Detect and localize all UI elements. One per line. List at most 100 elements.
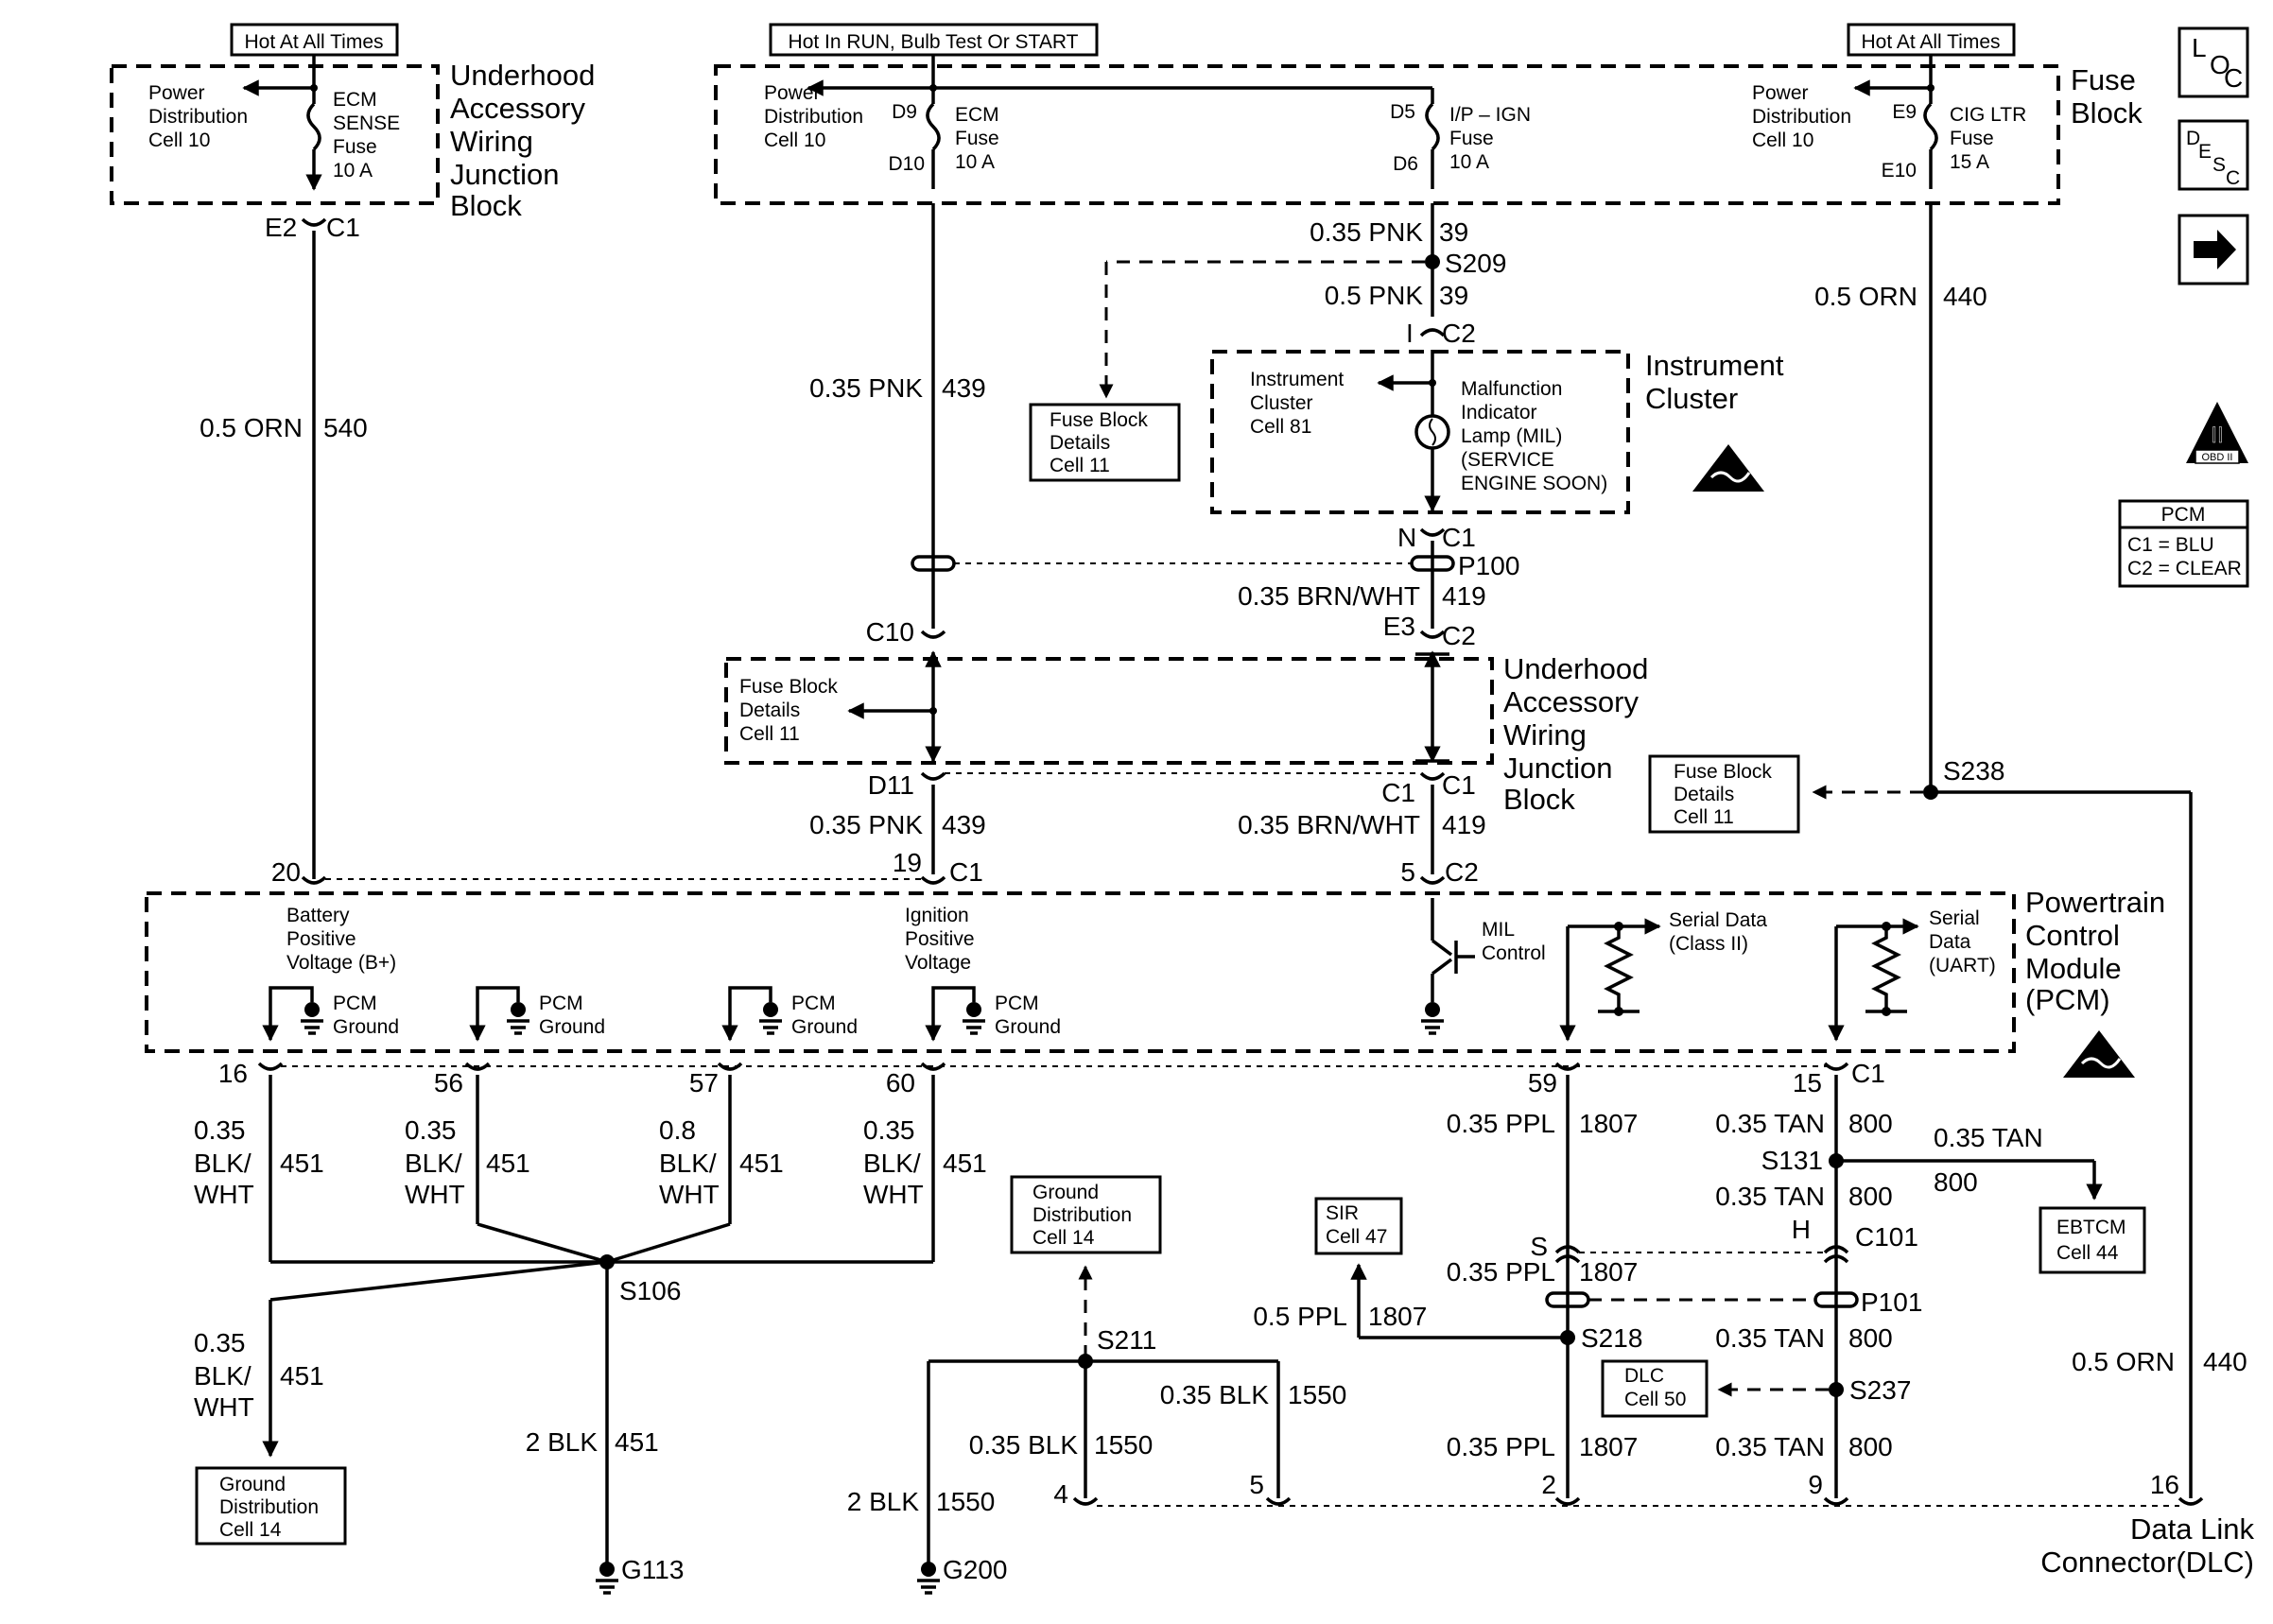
svg-text:800: 800	[1934, 1167, 1978, 1197]
underhood-junction-block-top-label: Underhood Accessory Wiring Junction Bloc…	[450, 59, 595, 222]
mil-lamp: Malfunction Indicator Lamp (MIL) (SERVIC…	[1377, 350, 1607, 512]
svg-text:Ignition: Ignition	[905, 905, 969, 926]
svg-text:EBTCM: EBTCM	[2056, 1217, 2126, 1238]
svg-text:1550: 1550	[936, 1487, 995, 1516]
splice-s131: S131	[1761, 1146, 2103, 1201]
ref-dlc[interactable]: DLC Cell 50	[1601, 1359, 1709, 1418]
svg-text:SIR: SIR	[1326, 1202, 1359, 1224]
wire-1807-sir-label: 0.5 PPL 1807	[1253, 1302, 1427, 1331]
svg-text:Control: Control	[2025, 919, 2120, 952]
ground-wires-451	[262, 1075, 935, 1564]
svg-text:451: 451	[615, 1427, 659, 1457]
desc-icon[interactable]: D E S C	[2178, 119, 2249, 191]
svg-text:C2: C2	[1442, 319, 1476, 348]
svg-text:Power: Power	[1752, 82, 1809, 104]
svg-text:(UART): (UART)	[1929, 955, 1996, 976]
svg-text:Cell 11: Cell 11	[739, 723, 800, 745]
svg-text:Wiring: Wiring	[450, 125, 533, 158]
svg-text:C10: C10	[866, 617, 914, 647]
svg-text:800: 800	[1848, 1109, 1893, 1138]
svg-text:0.5 PNK: 0.5 PNK	[1325, 281, 1424, 310]
svg-text:800: 800	[1848, 1182, 1893, 1211]
ref-ground-distribution-left[interactable]: Ground Distribution Cell 14	[195, 1466, 347, 1546]
svg-text:O: O	[2210, 50, 2230, 79]
connector-p101: P101	[1545, 1287, 1922, 1317]
splice-s218: S218	[1350, 1263, 1642, 1353]
svg-text:60: 60	[886, 1068, 915, 1097]
svg-text:Ground: Ground	[219, 1474, 286, 1495]
svg-text:PCM: PCM	[791, 993, 836, 1014]
svg-text:0.35 PPL: 0.35 PPL	[1447, 1109, 1555, 1138]
svg-text:Fuse: Fuse	[1950, 128, 1994, 149]
wire-451-pin57-label: 0.8 BLK/ WHT 451	[659, 1115, 784, 1209]
svg-text:E9: E9	[1892, 101, 1917, 123]
wire-1807-b-label: 0.35 PPL 1807	[1447, 1257, 1639, 1287]
loc-icon[interactable]: L O C	[2178, 26, 2249, 98]
svg-text:L: L	[2192, 33, 2207, 62]
ref-ebtcm[interactable]: EBTCM Cell 44	[2039, 1206, 2146, 1274]
fuse-ecm-sense: Power Distribution Cell 10 ECM SENSE Fus…	[148, 55, 400, 191]
svg-text:Ground: Ground	[333, 1016, 399, 1038]
svg-text:C1: C1	[1851, 1059, 1885, 1088]
wire-419-top-label: 0.35 BRN/WHT 419	[1238, 581, 1486, 611]
ref-fuse-block-details-right[interactable]: Fuse Block Details Cell 11	[1648, 754, 1800, 834]
wire-451-pin60-label: 0.35 BLK/ WHT 451	[863, 1115, 987, 1209]
pcm-ground-57: PCM Ground	[721, 986, 858, 1042]
svg-text:N: N	[1397, 523, 1416, 552]
connector-c1-pair: C1 C1	[1381, 770, 1476, 807]
svg-text:0.35: 0.35	[194, 1328, 246, 1357]
svg-text:Distribution: Distribution	[1752, 106, 1851, 128]
svg-text:Voltage: Voltage	[905, 952, 971, 974]
ref-sir[interactable]: SIR Cell 47	[1314, 1197, 1403, 1255]
obd-ii-icon: II OBD II	[2186, 402, 2248, 464]
svg-text:0.35 PPL: 0.35 PPL	[1447, 1432, 1555, 1461]
instrument-cluster-cell: Instrument Cluster Cell 81	[1250, 369, 1344, 438]
svg-text:C1 = BLU: C1 = BLU	[2127, 534, 2214, 556]
svg-text:Power: Power	[764, 82, 821, 104]
svg-text:Fuse: Fuse	[1449, 128, 1494, 149]
wire-1550-b-label: 0.35 BLK 1550	[969, 1430, 1154, 1460]
svg-text:439: 439	[942, 373, 986, 403]
svg-text:OBD II: OBD II	[2201, 452, 2232, 463]
ref-fuse-block-details-mid[interactable]: Fuse Block Details Cell 11	[739, 676, 937, 745]
svg-text:BLK/: BLK/	[194, 1149, 252, 1178]
wire-800-a-label: 0.35 TAN 800	[1715, 1109, 1892, 1138]
svg-text:C2: C2	[1445, 857, 1479, 887]
pcm-battery-positive: Battery Positive Voltage (B+)	[286, 905, 396, 974]
svg-text:59: 59	[1528, 1068, 1557, 1097]
svg-text:P100: P100	[1458, 551, 1519, 580]
svg-text:Instrument: Instrument	[1250, 369, 1344, 390]
pcm-input-pins: 20 19 C1 5 C2	[271, 848, 1479, 887]
instrument-cluster-box	[1210, 350, 1630, 514]
wire-419-bottom-label: 0.35 BRN/WHT 419	[1238, 810, 1486, 839]
esd-icon-pcm	[2063, 1030, 2135, 1078]
svg-text:Power: Power	[148, 82, 205, 104]
svg-text:Fuse Block: Fuse Block	[1050, 409, 1148, 431]
svg-text:S: S	[2212, 154, 2226, 176]
ref-fuse-block-details-top[interactable]: Fuse Block Details Cell 11	[1029, 403, 1181, 482]
next-arrow-icon[interactable]	[2178, 214, 2249, 285]
header-hot-at-all-times-left: Hot At All Times	[230, 23, 399, 57]
svg-text:Distribution: Distribution	[148, 106, 248, 128]
svg-text:H: H	[1792, 1215, 1811, 1244]
svg-text:Fuse: Fuse	[2071, 63, 2136, 96]
svg-text:I: I	[1406, 319, 1414, 348]
header-hot-at-all-times-right: Hot At All Times	[1847, 23, 2016, 57]
svg-text:20: 20	[271, 857, 301, 887]
svg-text:19: 19	[893, 848, 922, 877]
svg-text:Accessory: Accessory	[1503, 685, 1639, 718]
ref-ground-distribution-mid[interactable]: Ground Distribution Cell 14	[1010, 1175, 1162, 1254]
svg-text:C1: C1	[326, 213, 360, 242]
svg-text:1550: 1550	[1094, 1430, 1153, 1460]
pcm-label: Powertrain Control Module (PCM)	[2025, 886, 2165, 1016]
svg-text:0.35: 0.35	[405, 1115, 457, 1145]
svg-text:Block: Block	[450, 189, 522, 222]
svg-text:Cell 14: Cell 14	[1032, 1227, 1095, 1249]
svg-text:Hot At All Times: Hot At All Times	[244, 31, 383, 53]
svg-text:0.5 ORN: 0.5 ORN	[2072, 1347, 2175, 1376]
fuse-cig-ltr: Power Distribution Cell 10 E9 E10 CIG LT…	[1752, 55, 2026, 189]
svg-text:D9: D9	[892, 101, 917, 123]
svg-text:PCM: PCM	[333, 993, 377, 1014]
wire-440-bottom-label: 0.5 ORN 440	[2072, 1347, 2247, 1376]
wire-800-ebtcm-label: 0.35 TAN 800	[1934, 1123, 2043, 1197]
